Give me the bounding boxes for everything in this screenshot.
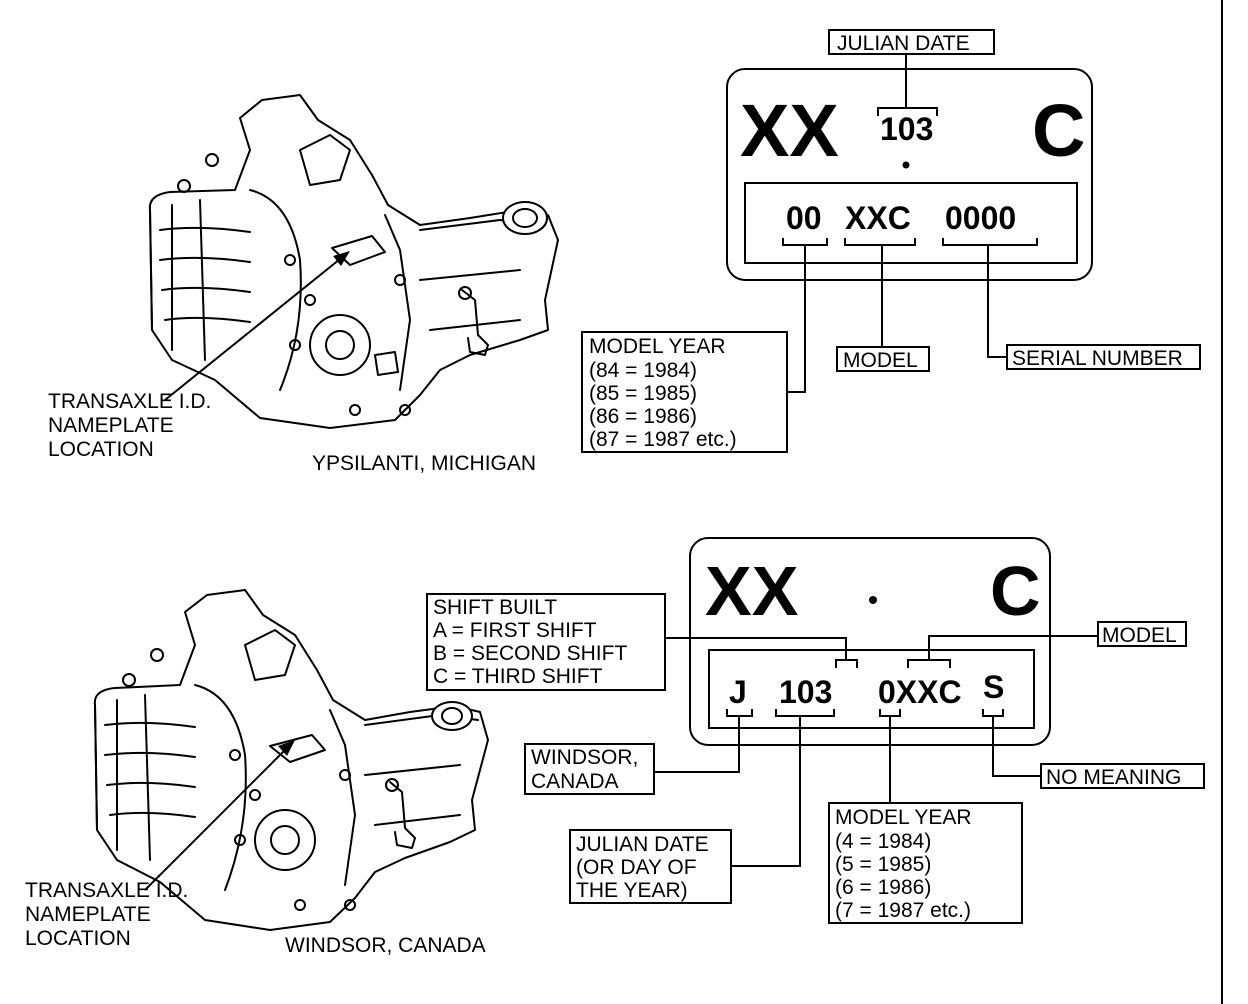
bottom-windsor-line1: WINDSOR, [531,746,638,769]
bottom-nameplate-label-line1: TRANSAXLE I.D. [25,879,188,902]
bottom-nameplate-label-line2: NAMEPLATE [25,903,151,926]
top-callout-serial-box [1006,344,1201,370]
top-model-year-line5: (87 = 1987 etc.) [589,428,737,451]
top-plate-right-code: C [1032,89,1085,172]
top-callout-model: MODEL [843,349,918,372]
bottom-callout-model-box [1097,621,1187,647]
bottom-model-year-line1: MODEL YEAR [835,806,972,829]
bottom-plate-right-code: C [990,552,1041,630]
bottom-transaxle-illustration [93,589,489,931]
bottom-julian-box [569,829,732,904]
top-code-model: XXC [845,200,911,236]
bottom-nameplate-pointer [144,744,291,891]
top-callout-julian-box [828,29,995,55]
bottom-plate-left-code: XX [705,552,799,630]
top-location-caption: YPSILANTI, MICHIGAN [312,452,536,475]
bottom-windsor-box [524,743,655,795]
top-plate-left-code: XX [740,89,839,172]
top-model-year-box [581,331,788,453]
top-model-year-line2: (84 = 1984) [589,359,697,382]
top-model-year-line3: (85 = 1985) [589,382,697,405]
top-plate-julian-date: 103 [880,111,933,147]
bottom-shift-line3: B = SECOND SHIFT [433,642,627,665]
bottom-plate-code-panel [708,649,1035,729]
bottom-windsor-line2: CANADA [531,770,619,793]
bottom-shift-line1: SHIFT BUILT [433,596,557,619]
bottom-code-date: 103 [779,674,832,710]
bottom-shift-line4: C = THIRD SHIFT [433,665,603,688]
bottom-callout-model: MODEL [1102,624,1177,647]
top-nameplate-label-line1: TRANSAXLE I.D. [48,390,211,413]
top-model-year-line4: (86 = 1986) [589,405,697,428]
top-nameplate-label-line3: LOCATION [48,438,154,461]
top-nameplate-label-line2: NAMEPLATE [48,414,174,437]
bottom-julian-line3: THE YEAR) [576,879,688,902]
top-code-year: 00 [786,200,822,236]
top-plate-dot [902,161,910,169]
bottom-code-s: S [983,669,1004,705]
bottom-no-meaning: NO MEANING [1046,766,1181,789]
bottom-location-caption: WINDSOR, CANADA [285,934,486,957]
top-transaxle-illustration [148,94,559,429]
bottom-code-model: 0XXC [878,674,962,710]
top-callout-julian: JULIAN DATE [837,32,970,55]
bottom-julian-line2: (OR DAY OF [576,856,697,879]
bottom-julian-line1: JULIAN DATE [576,833,709,856]
top-nameplate-pointer [164,254,346,401]
bottom-no-meaning-box [1040,763,1205,789]
top-plate-code-panel [744,182,1078,264]
top-callout-serial: SERIAL NUMBER [1012,347,1183,370]
bottom-model-year-line5: (7 = 1987 etc.) [835,899,971,922]
bottom-nameplate-label-line3: LOCATION [25,927,131,950]
bottom-model-year-line4: (6 = 1986) [835,876,931,899]
bottom-shift-built-box [426,593,666,691]
bottom-model-year-box [828,802,1023,924]
bottom-model-year-line3: (5 = 1985) [835,853,931,876]
bottom-plate-dot [869,596,877,604]
bottom-pointer-arrowhead [278,740,295,756]
bottom-shift-line2: A = FIRST SHIFT [433,619,597,642]
bottom-model-year-line2: (4 = 1984) [835,830,931,853]
bottom-code-plant: J [729,674,747,710]
top-model-year-line1: MODEL YEAR [589,335,726,358]
top-code-serial: 0000 [945,200,1016,236]
top-pointer-arrowhead [333,251,350,266]
